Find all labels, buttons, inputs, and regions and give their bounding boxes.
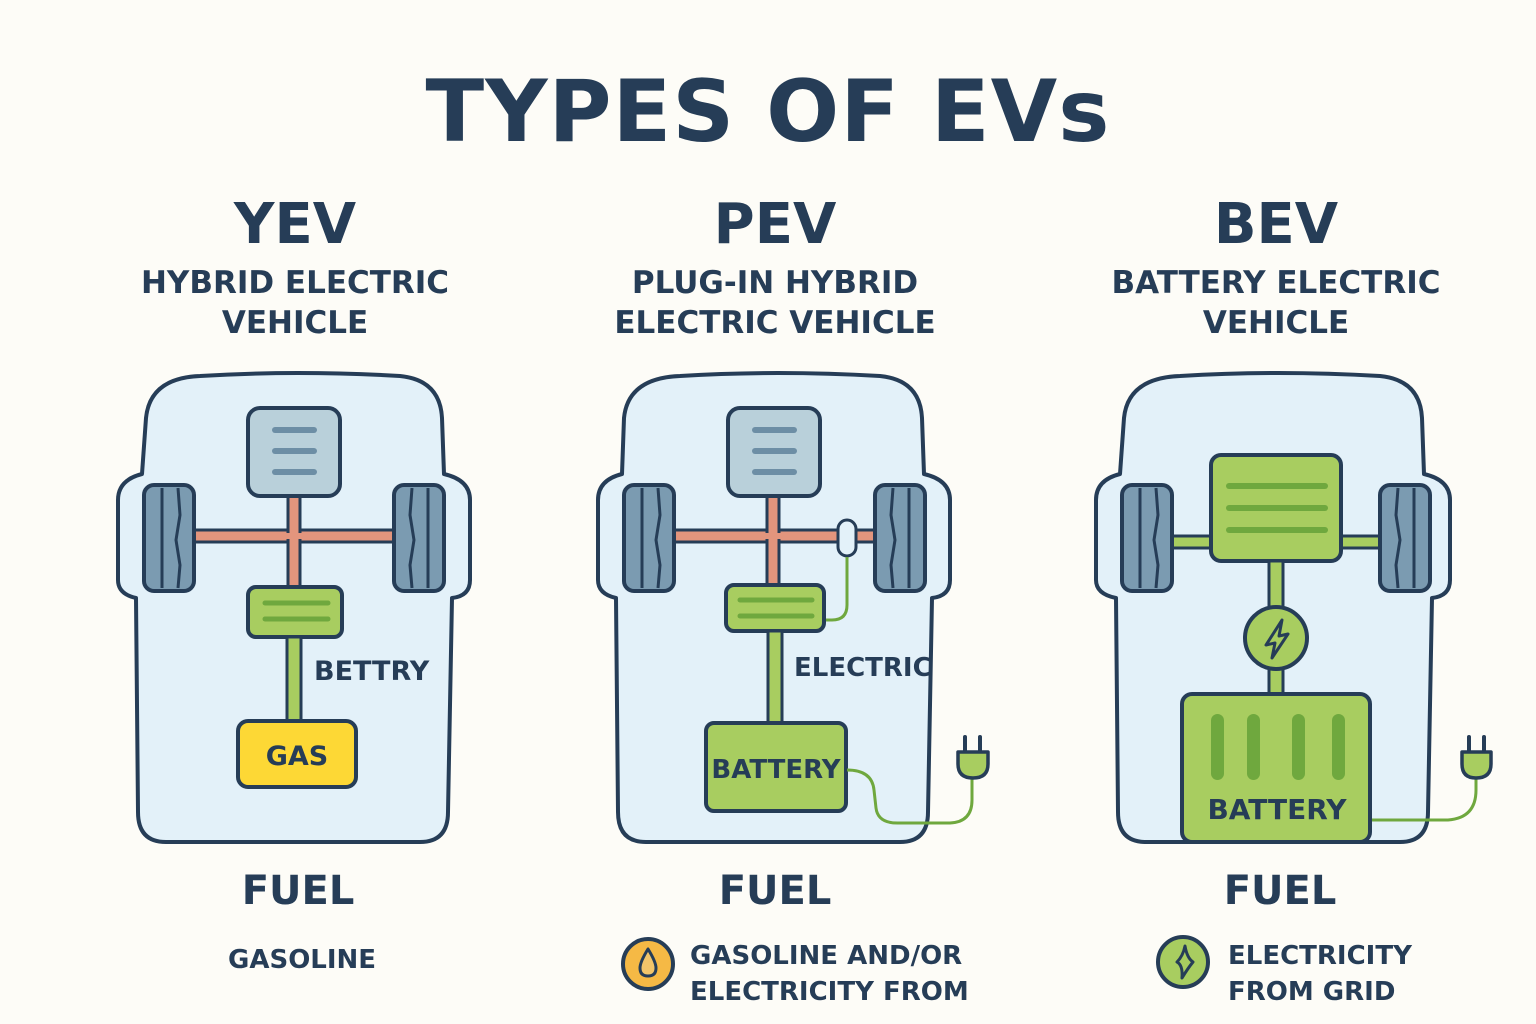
front-left-tire [142,483,196,593]
vehicle-full-name-line1: PLUG-IN HYBRID [631,265,919,301]
front-right-tire [392,483,446,593]
plug-icon [956,735,990,780]
fuel-value-phev: GASOLINE AND/OR ELECTRICITY FROM [690,938,969,1010]
front-left-tire [1120,483,1174,593]
engine-block [246,406,342,498]
plug-icon [1460,735,1493,780]
battery-pack: BATTERY [704,721,848,813]
fuel-heading-phev: FUEL [718,868,832,914]
vehicle-abbreviation: BEV [1213,192,1339,257]
vehicle-abbreviation: PEV [713,192,837,257]
lightning-bolt-icon [1156,935,1210,989]
vehicle-full-name-line1: BATTERY ELECTRIC [1111,265,1441,301]
gas-tank-label: GAS [266,741,329,772]
column-header-hev: YEV HYBRID ELECTRIC VEHICLE [95,195,495,343]
fuel-line1: GASOLINE AND/OR [690,941,963,971]
electric-motor [1209,453,1343,563]
battery-pack: BATTERY [1180,692,1372,844]
vehicle-full-name-line2: VEHICLE [1202,305,1350,341]
fuel-line1: ELECTRICITY [1228,941,1412,971]
fuel-drop-icon [621,937,675,991]
vehicle-full-name-line2: ELECTRIC VEHICLE [614,305,936,341]
fuel-line2: FROM GRID [1228,977,1396,1007]
fuel-heading-hev: FUEL [241,868,355,914]
fuel-value-hev: GASOLINE [228,942,376,978]
page-title: TYPES OF EVs [425,62,1111,162]
front-right-tire [873,483,927,593]
gas-tank: GAS [236,719,358,789]
vehicle-abbreviation: YEV [233,192,357,257]
front-right-tire [1378,483,1432,593]
diagram-label-battery: BETTRY [314,656,430,687]
fuel-line1: GASOLINE [228,945,377,975]
charging-cable [1372,778,1478,822]
column-header-bev: BEV BATTERY ELECTRIC VEHICLE [1076,195,1476,343]
battery-label: BATTERY [711,755,841,785]
engine-block [726,406,822,498]
battery-label: BATTERY [1207,793,1347,826]
front-left-tire [622,483,676,593]
fuel-value-bev: ELECTRICITY FROM GRID [1228,938,1412,1010]
fuel-line2: ELECTRICITY FROM [690,977,969,1007]
column-header-phev: PEV PLUG-IN HYBRID ELECTRIC VEHICLE [575,195,975,343]
inverter-lightning-icon [1243,605,1309,671]
fuel-heading-bev: FUEL [1223,868,1337,914]
diagram-label-electric: ELECTRIC [794,653,932,683]
vehicle-full-name-line1: HYBRID ELECTRIC [140,265,450,301]
generator-coupler [822,518,858,622]
charging-cable [846,768,974,825]
vehicle-full-name-line2: VEHICLE [221,305,369,341]
